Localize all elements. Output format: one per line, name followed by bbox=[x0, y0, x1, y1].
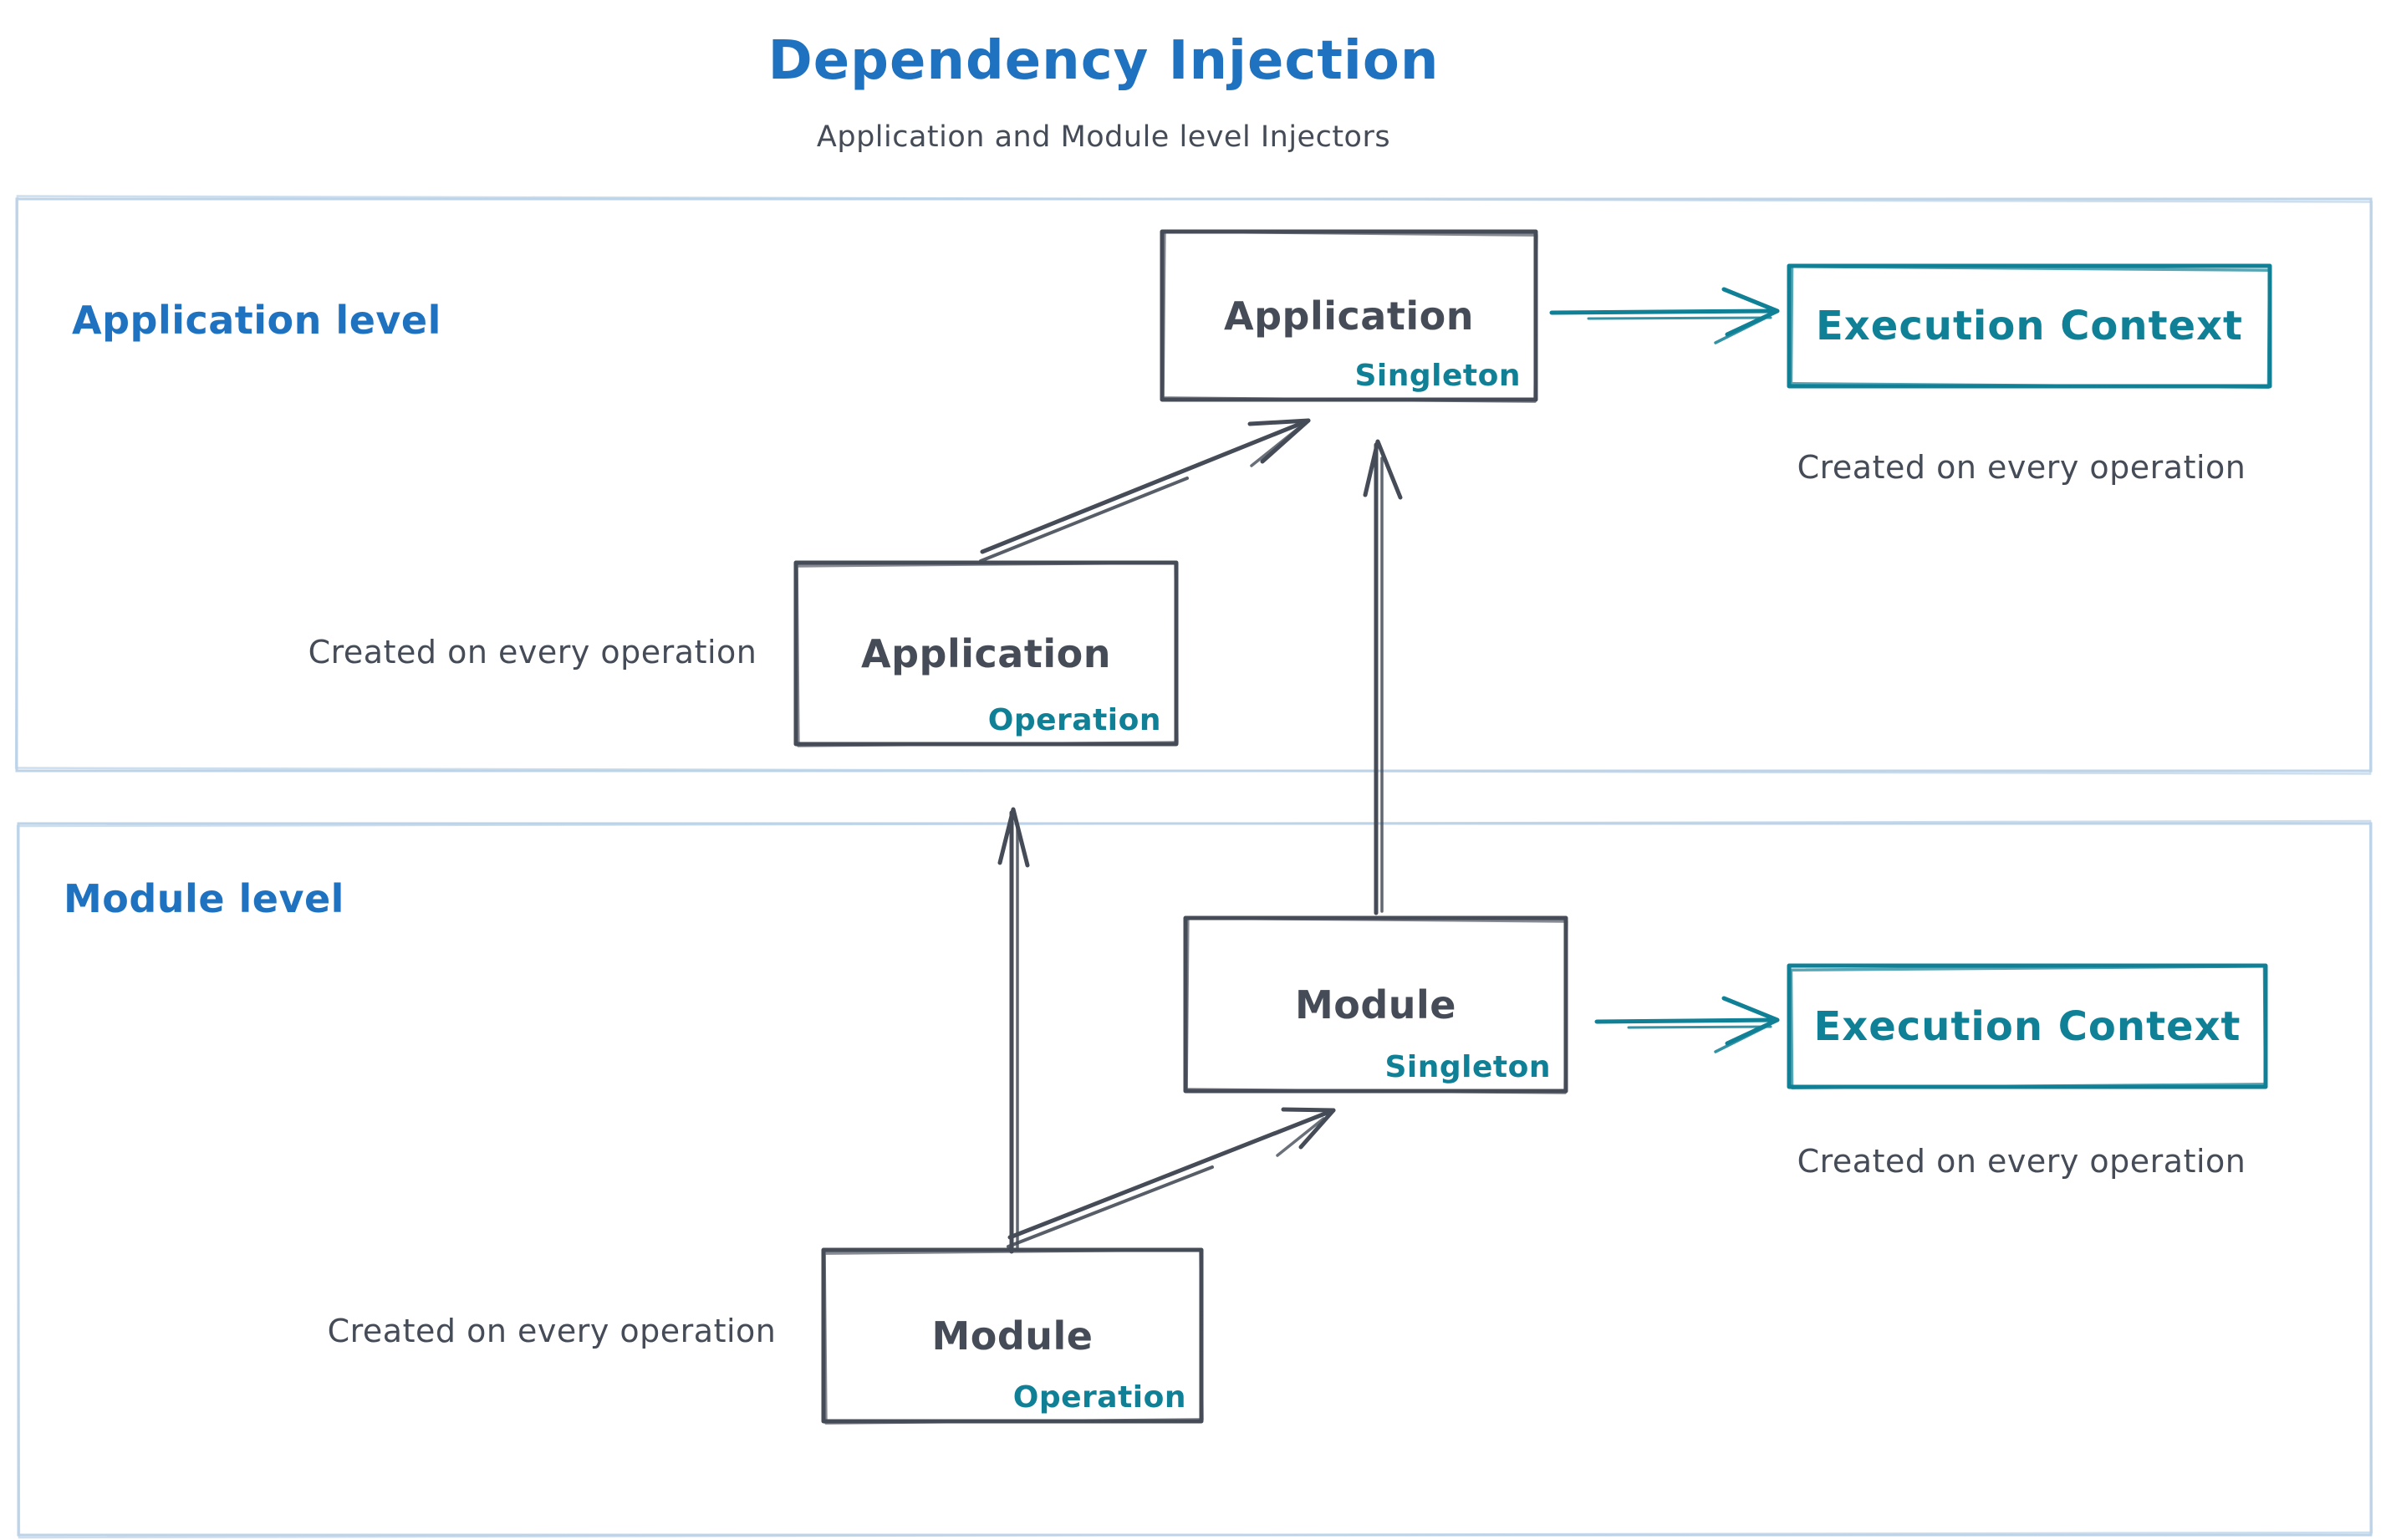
application-level-container bbox=[14, 195, 2373, 775]
execution-context-module-node: Execution Context bbox=[1789, 966, 2266, 1087]
arrow-head bbox=[997, 807, 1030, 868]
arrow-shaft bbox=[1594, 1017, 1777, 1024]
arrow-module-singleton-to-app-singleton bbox=[1363, 439, 1403, 915]
node-scope-badge: Singleton bbox=[1384, 1050, 1551, 1084]
arrow-head bbox=[1363, 439, 1403, 500]
app-operation-caption: Created on every operation bbox=[308, 634, 757, 671]
arrow-shaft bbox=[1549, 309, 1777, 315]
execution-context-app-box bbox=[1787, 263, 2272, 390]
module-operation-caption: Created on every operation bbox=[327, 1313, 777, 1349]
arrow-shaft-second-pass bbox=[1007, 1165, 1214, 1248]
module-singleton-box bbox=[1183, 915, 1568, 1094]
arrow-head-second-pass bbox=[1276, 1117, 1325, 1157]
node-scope-badge: Operation bbox=[987, 703, 1161, 737]
arrow-shaft bbox=[980, 418, 1311, 554]
arrow-shaft bbox=[1007, 1108, 1336, 1240]
module-operation-node: Module Operation bbox=[823, 1250, 1201, 1421]
module-level-label: Module level bbox=[64, 876, 344, 921]
arrow-shaft-second-pass bbox=[1627, 1025, 1772, 1029]
node-title: Application bbox=[861, 630, 1111, 676]
application-singleton-box bbox=[1160, 229, 1538, 403]
node-scope-badge: Singleton bbox=[1354, 359, 1521, 393]
application-operation-box bbox=[793, 560, 1179, 747]
arrow-head bbox=[1721, 287, 1780, 337]
execution-context-app-caption: Created on every operation bbox=[1797, 449, 2246, 486]
node-title: Execution Context bbox=[1816, 303, 2243, 349]
arrow-head-second-pass bbox=[1714, 1025, 1767, 1053]
arrow-head-second-pass bbox=[1250, 427, 1299, 467]
node-title: Module bbox=[1294, 982, 1457, 1028]
application-singleton-node: Application Singleton bbox=[1162, 232, 1536, 400]
module-singleton-node: Module Singleton bbox=[1185, 918, 1566, 1091]
arrow-head bbox=[1281, 1107, 1336, 1150]
application-level-label: Application level bbox=[72, 298, 441, 343]
arrow-module-operation-to-app-operation bbox=[997, 807, 1030, 1254]
node-scope-badge: Operation bbox=[1012, 1380, 1186, 1415]
arrow-head bbox=[1247, 418, 1311, 464]
node-title: Application bbox=[1224, 293, 1474, 339]
arrow-module-singleton-to-execution-context bbox=[1594, 996, 1780, 1053]
page-title: Dependency Injection bbox=[767, 30, 1440, 92]
module-level-container bbox=[16, 819, 2373, 1539]
arrow-head-second-pass bbox=[1714, 316, 1767, 344]
application-operation-node: Application Operation bbox=[796, 563, 1176, 744]
node-title: Module bbox=[931, 1313, 1094, 1359]
node-title: Execution Context bbox=[1813, 1002, 2241, 1050]
execution-context-app-node: Execution Context bbox=[1789, 266, 2270, 386]
arrow-app-operation-to-app-singleton bbox=[979, 418, 1311, 563]
arrow-shaft-second-pass bbox=[979, 477, 1189, 563]
page-subtitle: Application and Module level Injectors bbox=[816, 120, 1391, 154]
execution-context-module-caption: Created on every operation bbox=[1797, 1143, 2246, 1180]
arrow-head bbox=[1721, 996, 1780, 1046]
arrow-shaft-second-pass bbox=[1587, 316, 1772, 320]
execution-context-module-box bbox=[1787, 963, 2268, 1089]
arrow-module-operation-to-module-singleton bbox=[1007, 1107, 1336, 1248]
arrow-app-singleton-to-execution-context bbox=[1549, 287, 1780, 344]
